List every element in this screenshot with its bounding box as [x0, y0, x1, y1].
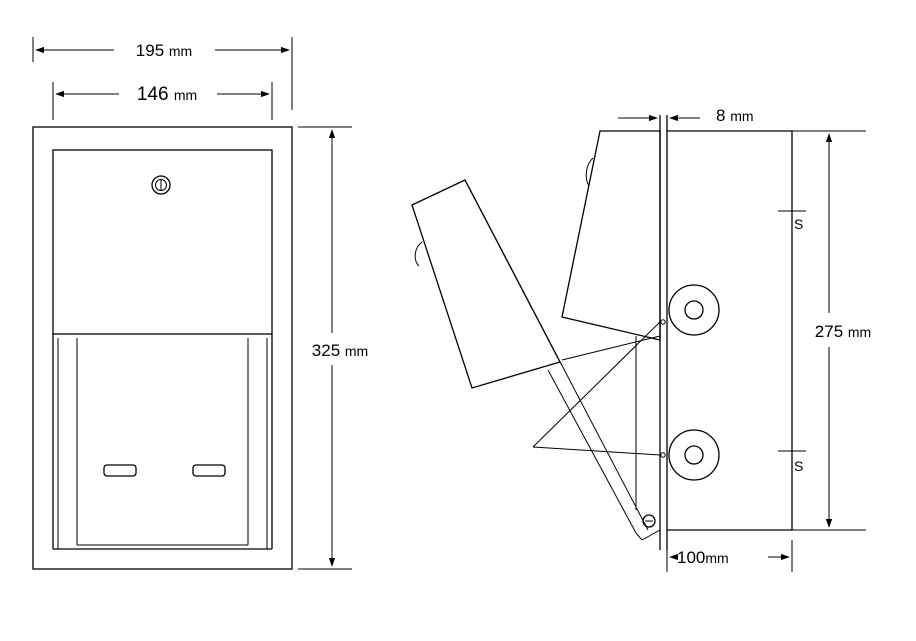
- dimension-front-height: 325 mm: [298, 126, 368, 570]
- dimension-side-height: 275 mm: [792, 130, 871, 531]
- side-height-label: 275 mm: [815, 322, 871, 341]
- side-lock-icon: [642, 514, 656, 528]
- flange-thickness-label: 8 mm: [716, 106, 754, 125]
- front-height-label: 325 mm: [312, 341, 368, 360]
- front-lock-icon: [151, 175, 171, 195]
- front-overall-width-label: 195 mm: [136, 41, 192, 60]
- lower-screw-marker: S: [778, 438, 806, 474]
- dimension-body-width: 146 mm: [52, 82, 273, 120]
- side-recessed-box: [667, 130, 793, 531]
- upper-roll-icon: [668, 284, 720, 336]
- side-open-door: [411, 179, 561, 389]
- dimension-overall-width: 195 mm: [32, 37, 293, 110]
- side-swing-linkage: [464, 179, 661, 541]
- side-depth-label: 100mm: [677, 548, 729, 567]
- lower-screw-label: S: [794, 458, 803, 474]
- front-right-slot: [192, 464, 226, 477]
- upper-screw-label: S: [794, 216, 803, 232]
- front-outer-frame: [32, 126, 293, 570]
- side-closed-door: [561, 130, 661, 341]
- upper-screw-marker: S: [778, 198, 806, 232]
- front-view: 195 mm 146 mm 325 mm: [32, 37, 368, 570]
- front-lower-cabinet: [52, 334, 273, 550]
- side-view: S S 8 mm 275 mm 100mm: [411, 106, 871, 572]
- front-body-width-label: 146 mm: [137, 84, 197, 105]
- dimension-flange-thickness: 8 mm: [618, 106, 754, 125]
- lower-roll-icon: [668, 429, 720, 481]
- dimension-side-depth: 100mm: [666, 540, 793, 572]
- front-upper-door: [52, 149, 273, 335]
- front-left-slot: [103, 464, 137, 477]
